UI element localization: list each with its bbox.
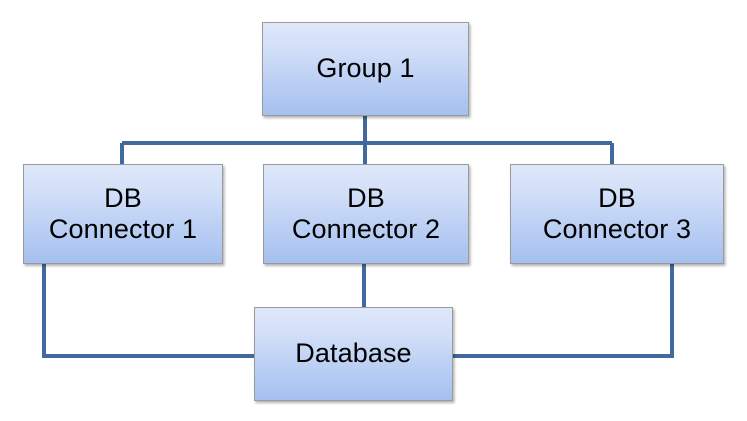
edge-connector1-database [42,264,256,358]
node-database-label: Database [295,338,412,369]
node-group-1[interactable]: Group 1 [262,22,469,116]
node-db-connector-3-label: DB Connector 3 [542,182,692,244]
node-database[interactable]: Database [254,307,453,401]
node-db-connector-1-label: DB Connector 1 [48,182,198,244]
node-db-connector-2-label: DB Connector 2 [291,182,441,244]
node-db-connector-2[interactable]: DB Connector 2 [263,164,469,264]
node-db-connector-1[interactable]: DB Connector 1 [23,164,223,264]
node-group-1-label: Group 1 [316,53,415,84]
edge-connector3-database [451,264,674,358]
node-db-connector-3[interactable]: DB Connector 3 [510,164,724,264]
